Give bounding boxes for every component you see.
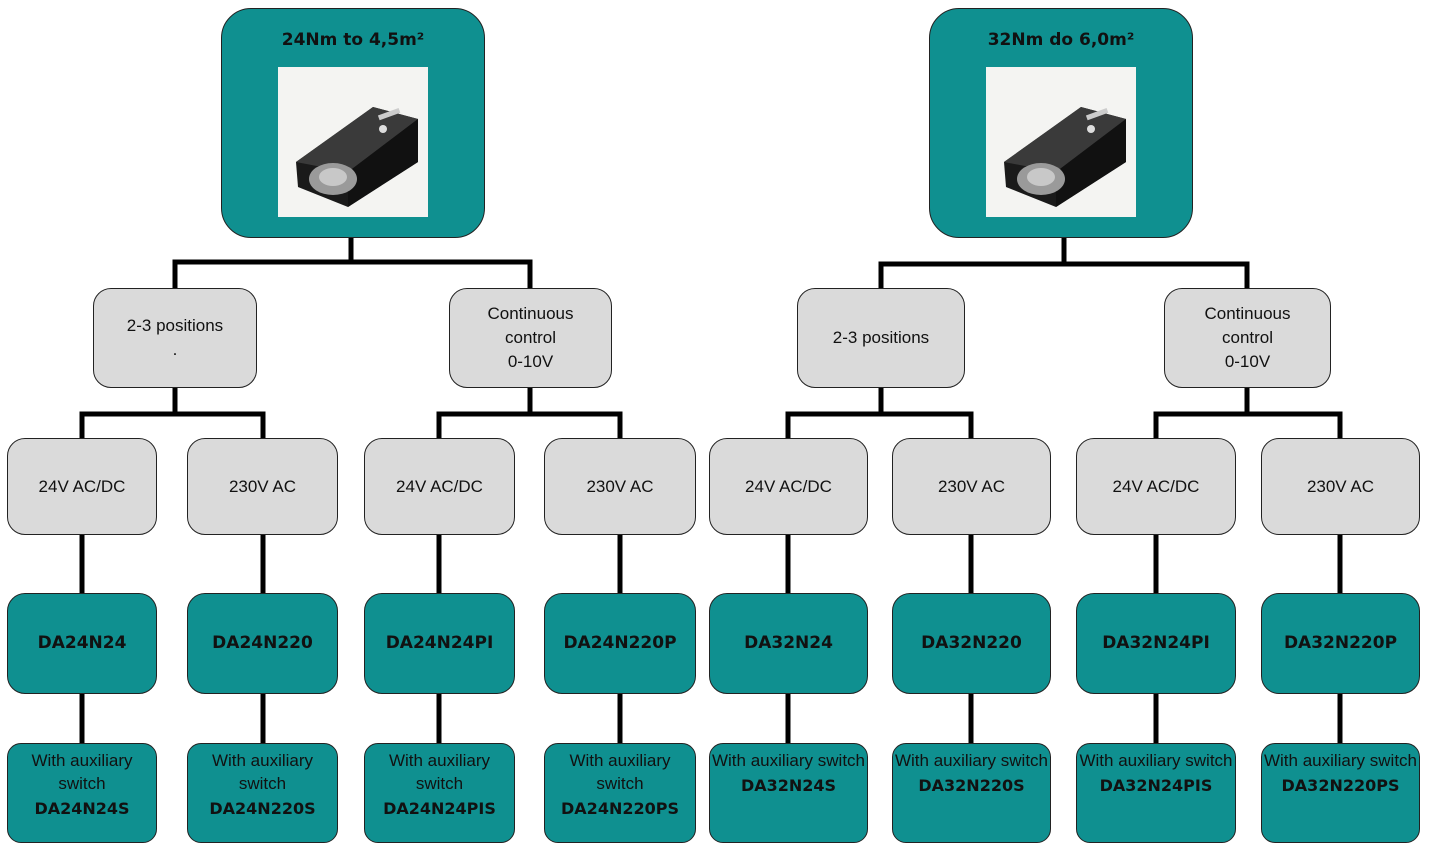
aux-node: With auxiliary switch DA24N220PS — [544, 743, 696, 843]
aux-node: With auxiliary switch DA24N24PIS — [364, 743, 515, 843]
voltage-node: 24V AC/DC — [1076, 438, 1236, 535]
model-code: DA32N24PI — [1102, 632, 1210, 653]
aux-model-code: DA24N220PS — [561, 798, 679, 818]
aux-model-code: DA24N24S — [34, 798, 130, 818]
actuator-photo — [278, 66, 428, 217]
voltage-node: 230V AC — [187, 438, 338, 535]
group-label-line: 2-3 positions — [126, 316, 224, 336]
aux-model-code: DA32N24PIS — [1099, 775, 1213, 795]
aux-model-code: DA32N24S — [740, 775, 837, 795]
voltage-node: 230V AC — [1261, 438, 1420, 535]
model-node: DA24N220 — [187, 593, 338, 694]
voltage-label: 24V AC/DC — [745, 476, 832, 496]
group-label-line: 0-10V — [507, 351, 554, 371]
group-label-line: 0-10V — [1224, 351, 1271, 371]
model-node: DA32N24PI — [1076, 593, 1236, 694]
group-label-line: control — [504, 328, 557, 348]
voltage-node: 230V AC — [892, 438, 1051, 535]
voltage-label: 230V AC — [937, 476, 1006, 496]
model-code: DA24N24 — [37, 632, 127, 653]
group-label-line: control — [1221, 328, 1274, 348]
group-label-line: 2-3 positions — [832, 328, 930, 348]
voltage-label: 24V AC/DC — [1112, 476, 1200, 496]
model-node: DA24N24 — [7, 593, 157, 694]
actuator-icon — [278, 66, 428, 217]
aux-label: With auxiliary switch — [711, 751, 866, 770]
model-node: DA24N24PI — [364, 593, 515, 694]
aux-label: With auxiliary switch — [388, 751, 491, 793]
aux-label: With auxiliary switch — [31, 751, 133, 793]
group-node-continuous: Continuous control 0-10V — [1164, 288, 1331, 388]
model-node: DA24N220P — [544, 593, 696, 694]
aux-label: With auxiliary switch — [1263, 751, 1418, 770]
voltage-label: 230V AC — [228, 476, 297, 496]
group-node-continuous: Continuous control 0-10V — [449, 288, 612, 388]
model-code: DA24N220 — [212, 632, 313, 653]
model-node: DA32N220P — [1261, 593, 1420, 694]
model-node: DA32N24 — [709, 593, 868, 694]
root-node-32nm: 32Nm do 6,0m² — [929, 8, 1193, 238]
aux-label: With auxiliary switch — [1079, 751, 1233, 770]
aux-node: With auxiliary switch DA32N24S — [709, 743, 868, 843]
voltage-label: 230V AC — [1306, 476, 1375, 496]
root-title: 24Nm to 4,5m² — [281, 30, 425, 50]
root-node-24nm: 24Nm to 4,5m² — [221, 8, 485, 238]
model-code: DA32N220 — [921, 632, 1022, 653]
aux-model-code: DA32N220S — [918, 775, 1025, 795]
model-node: DA32N220 — [892, 593, 1051, 694]
group-label-line: Continuous — [487, 304, 574, 324]
actuator-photo — [986, 66, 1136, 217]
voltage-label: 230V AC — [586, 476, 654, 496]
aux-label: With auxiliary switch — [894, 751, 1049, 770]
voltage-label: 24V AC/DC — [396, 476, 483, 496]
aux-model-code: DA24N24PIS — [383, 798, 496, 818]
voltage-label: 24V AC/DC — [38, 476, 126, 496]
group-node-positions: 2-3 positions . — [93, 288, 257, 388]
aux-model-code: DA32N220PS — [1281, 775, 1400, 795]
aux-label: With auxiliary switch — [569, 751, 671, 793]
group-label-line: . — [172, 340, 178, 359]
aux-label: With auxiliary switch — [211, 751, 314, 793]
voltage-node: 230V AC — [544, 438, 696, 535]
aux-model-code: DA24N220S — [209, 798, 316, 818]
aux-node: With auxiliary switch DA32N220PS — [1261, 743, 1420, 843]
voltage-node: 24V AC/DC — [364, 438, 515, 535]
voltage-node: 24V AC/DC — [709, 438, 868, 535]
group-label-line: Continuous — [1204, 304, 1291, 324]
group-node-positions: 2-3 positions — [797, 288, 965, 388]
root-title: 32Nm do 6,0m² — [987, 30, 1135, 50]
aux-node: With auxiliary switch DA24N24S — [7, 743, 157, 843]
model-code: DA32N220P — [1283, 632, 1398, 653]
aux-node: With auxiliary switch DA32N24PIS — [1076, 743, 1236, 843]
voltage-node: 24V AC/DC — [7, 438, 157, 535]
model-code: DA24N24PI — [385, 632, 494, 653]
model-code: DA24N220P — [563, 632, 677, 653]
aux-node: With auxiliary switch DA32N220S — [892, 743, 1051, 843]
actuator-icon — [986, 66, 1136, 217]
aux-node: With auxiliary switch DA24N220S — [187, 743, 338, 843]
model-code: DA32N24 — [744, 632, 833, 653]
